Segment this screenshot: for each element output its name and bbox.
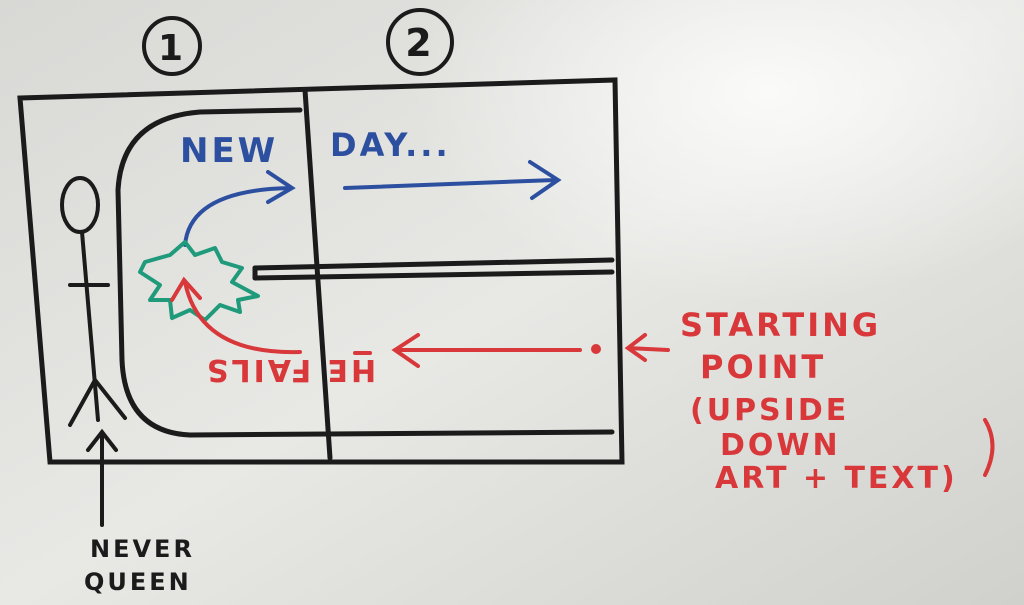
outer-frame	[17, 77, 625, 465]
panel-divider	[302, 87, 333, 461]
day-arrow	[343, 160, 562, 200]
failure-burst-icon	[138, 240, 260, 322]
inner-track	[115, 107, 615, 438]
stick-figure	[60, 176, 127, 427]
up-arrow	[86, 428, 118, 527]
text-day: DAY...	[330, 126, 451, 164]
text-upside: (UPSIDE	[690, 393, 849, 428]
curved-arrow	[183, 170, 296, 247]
panel-2-label: 2	[405, 21, 434, 65]
starting-arrow	[391, 333, 582, 368]
label-queen: QUEEN	[84, 568, 192, 596]
track-top-line	[252, 257, 615, 271]
text-he-fails: HE FAILS	[204, 352, 376, 387]
text-starting: STARTING	[680, 306, 881, 344]
starting-dot	[591, 344, 601, 354]
panel-1-label: 1	[158, 28, 186, 69]
text-point: POINT	[700, 348, 826, 386]
label-never: NEVER	[90, 535, 195, 563]
text-new: NEW	[180, 131, 278, 171]
pointer-arrow	[624, 333, 670, 362]
blue-arrows	[183, 160, 562, 247]
red-arrows	[170, 276, 995, 477]
paren-close	[983, 418, 995, 477]
fail-arrow	[170, 276, 302, 355]
text-art-text: ART + TEXT)	[715, 461, 958, 496]
text-down: DOWN	[720, 428, 841, 463]
track-bottom-line	[252, 269, 615, 281]
frame	[17, 77, 625, 465]
panel-1-marker: 1	[142, 16, 202, 76]
panel-2-marker: 2	[386, 8, 454, 76]
